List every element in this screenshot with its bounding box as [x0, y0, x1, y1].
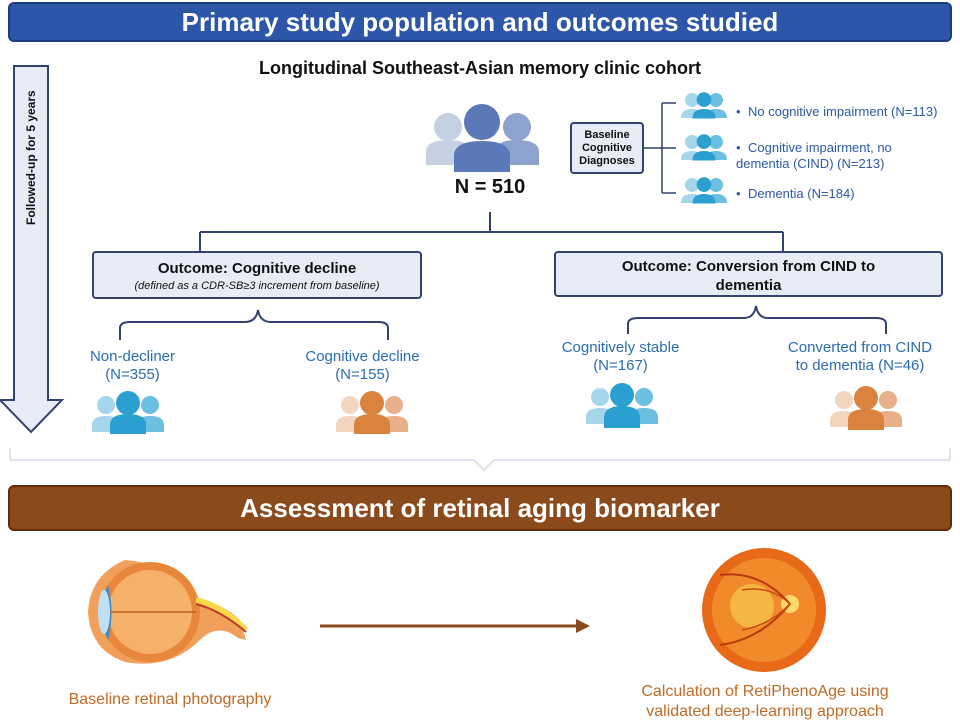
converted-people-icon [830, 386, 902, 430]
outcome-conversion-box: Outcome: Conversion from CIND to dementi… [554, 251, 943, 297]
process-arrow [320, 619, 590, 633]
diagnosis-icon-2 [681, 134, 727, 161]
cognitive-decline-people-icon [336, 391, 408, 434]
baseline-photography-label: Baseline retinal photography [68, 691, 272, 708]
outcome-left-subtitle: (defined as a CDR-SB≥3 increment from ba… [134, 280, 380, 292]
group-label-cognitively-stable: Cognitively stable (N=167) [561, 339, 680, 374]
diagnosis-bullet: • [736, 140, 741, 155]
baseline-diagnoses-box: Baseline Cognitive Diagnoses [570, 122, 644, 174]
diagnosis-item: • No cognitive impairment (N=113) [736, 104, 956, 120]
left-outcome-brace [119, 309, 389, 340]
outcome-cognitive-decline-box: Outcome: Cognitive decline (defined as a… [92, 251, 422, 299]
non-decliner-people-icon [92, 391, 164, 434]
cohort-total: N = 510 [454, 176, 526, 198]
followup-arrow [0, 65, 65, 434]
retiphenoage-label: Calculation of RetiPhenoAge using valida… [641, 683, 889, 720]
cohort-people-icon [426, 104, 539, 172]
assessment-title: Assessment of retinal aging biomarker [240, 492, 720, 523]
baseline-diagnoses-label: Baseline Cognitive Diagnoses [579, 128, 635, 167]
diagnosis-bullet: • [736, 104, 741, 119]
group-label-converted: Converted from CIND to dementia (N=46) [787, 339, 933, 374]
group-label-non-decliner: Non-decliner (N=355) [89, 348, 176, 383]
cognitively-stable-people-icon [586, 383, 658, 428]
diagnosis-item: • Dementia (N=184) [736, 186, 936, 202]
diagnosis-text: Cognitive impairment, no dementia (CIND)… [736, 140, 892, 171]
cohort-title: Longitudinal Southeast-Asian memory clin… [258, 58, 702, 78]
header-banner: Primary study population and outcomes st… [8, 2, 952, 42]
bottom-bracket [9, 448, 951, 472]
diagnosis-text: No cognitive impairment (N=113) [748, 104, 938, 119]
right-outcome-brace [627, 305, 887, 334]
eye-illustration-icon [88, 560, 249, 664]
outcome-left-title: Outcome: Cognitive decline [157, 260, 357, 277]
outcome-right-title: Outcome: Conversion from CIND to dementi… [621, 258, 876, 294]
outcome-split-connector [199, 212, 784, 251]
fundus-image-icon [702, 548, 826, 672]
diagnosis-text: Dementia (N=184) [748, 186, 855, 201]
diagnosis-icon-3 [681, 177, 727, 204]
group-label-cognitive-decline: Cognitive decline (N=155) [305, 348, 420, 383]
diagnoses-bracket [644, 102, 676, 194]
assessment-banner: Assessment of retinal aging biomarker [8, 485, 952, 531]
followup-label: Followed-up for 5 years [24, 90, 38, 226]
header-title: Primary study population and outcomes st… [181, 6, 779, 37]
diagnosis-icon-1 [681, 92, 727, 119]
diagnosis-item: •Cognitive impairment, no dementia (CIND… [736, 140, 912, 172]
diagnosis-bullet: • [736, 186, 741, 201]
